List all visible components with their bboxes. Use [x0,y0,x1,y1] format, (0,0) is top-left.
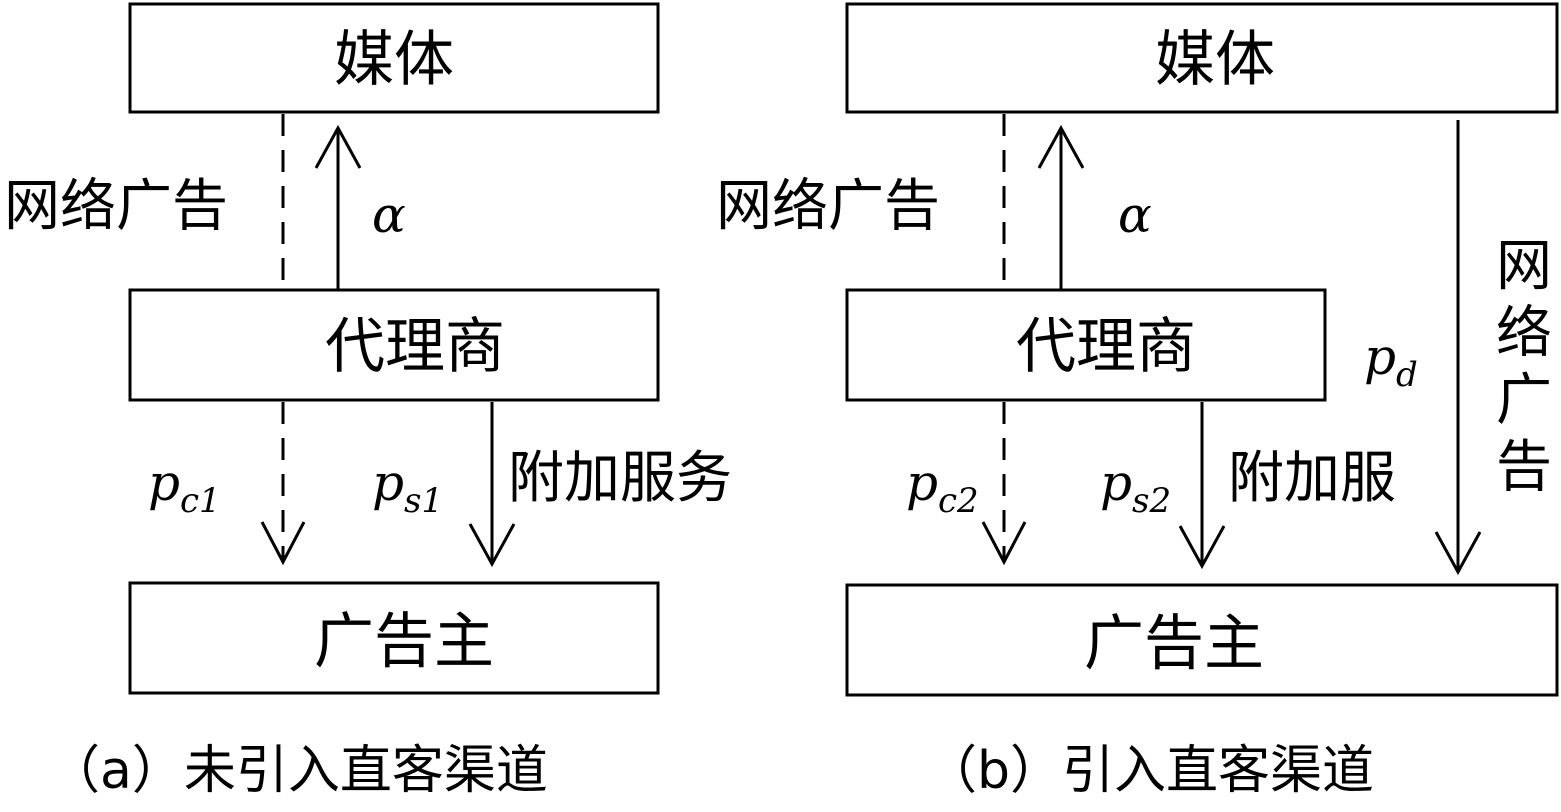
advertiser-box-a [128,581,660,695]
pc2-sub: c2 [938,481,979,521]
media-box-a [128,2,660,114]
ps2-sub: s2 [1132,481,1171,521]
pd-base: p [1364,328,1396,386]
alpha-label-a: α [372,186,406,244]
caption-b: （b）引入直客渠道 [925,741,1374,801]
ps1-sub: s1 [404,481,443,521]
pc1-base: p [148,454,180,512]
agent-box-a [128,288,660,402]
added-service-label-a: 附加服务 [508,446,732,511]
agent-label-b: 代理商 [1016,312,1196,382]
advertiser-label-a: 广告主 [314,607,494,677]
advertiser-box-b [845,583,1559,697]
ps1-arrowhead-a [468,523,516,568]
pd-sub: d [1396,355,1418,395]
media-label-a: 媒体 [334,25,454,95]
ps1-label-a: ps1 [372,454,443,521]
media-label-b: 媒体 [1155,25,1275,95]
ps1-base: p [372,454,404,512]
pc1-arrowhead-a [260,521,306,566]
added-service-label-b: 附加服 [1228,446,1396,511]
online-ad-vertical-char-2: 络 [1496,301,1552,366]
online-ad-label-a: 网络广告 [4,174,228,239]
agent-box-b [845,288,1327,402]
pc2-arrowhead-b [981,521,1027,566]
alpha-arrowhead-b [1037,124,1085,169]
pd-label-b: pd [1364,328,1418,395]
panel-b: 媒体 代理商 广告主 网络广告 α pc2 ps2 附加服 pd 网 [716,2,1559,801]
pc1-sub: c1 [180,481,221,521]
online-ad-vertical-char-3: 广 [1496,368,1552,433]
media-box-b [845,2,1559,114]
ps2-arrowhead-b [1178,525,1226,570]
panel-a: 媒体 代理商 广告主 网络广告 α pc1 ps1 附加服务 （a）未引入直客渠… [4,2,732,801]
caption-a: （a）未引入直客渠道 [48,741,548,801]
agent-label-a: 代理商 [325,312,505,382]
ps2-base: p [1100,454,1132,512]
online-ad-label-b: 网络广告 [716,174,940,239]
pc2-label-b: pc2 [906,454,979,521]
alpha-label-b: α [1118,186,1152,244]
pc2-base: p [906,454,938,512]
online-ad-vertical-char-4: 告 [1496,435,1552,500]
advertiser-label-b: 广告主 [1084,609,1264,679]
ps2-label-b: ps2 [1100,454,1171,521]
alpha-arrowhead-a [314,124,362,169]
pd-arrowhead-b [1434,531,1482,576]
pc1-label-a: pc1 [148,454,221,521]
online-ad-vertical-char-1: 网 [1496,234,1552,299]
